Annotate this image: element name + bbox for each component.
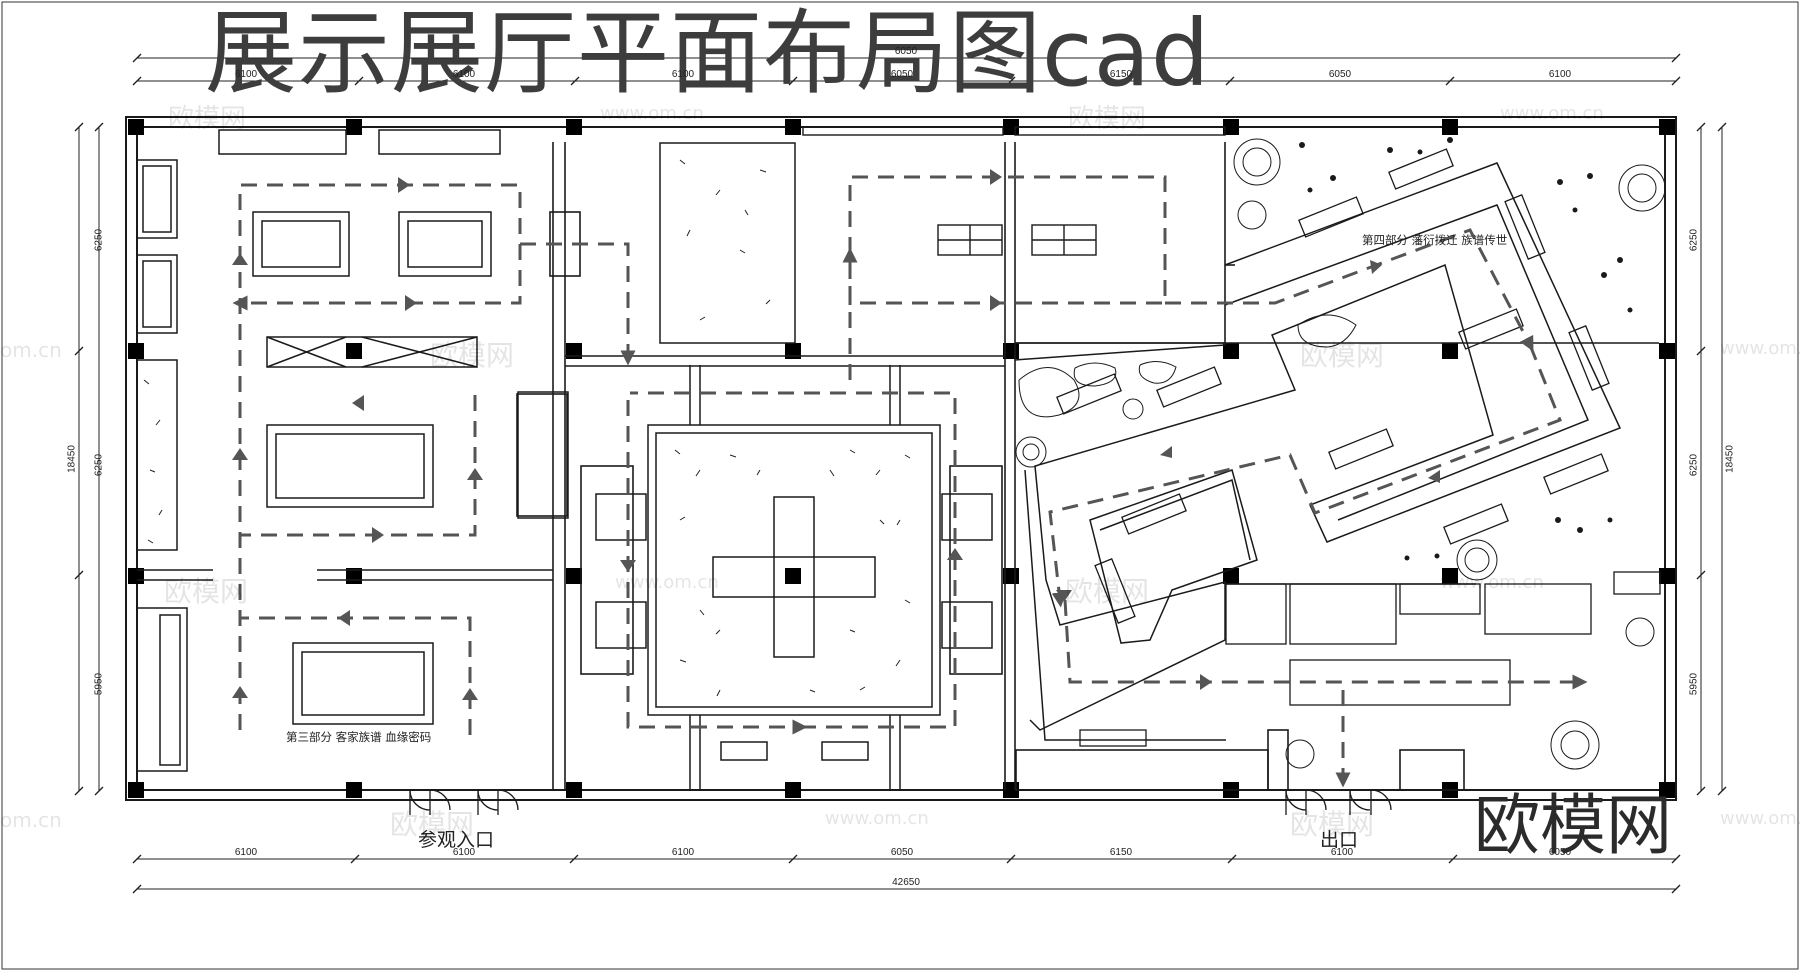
dim-top-4: 6050 (890, 69, 914, 80)
watermark-logo: 欧模网 (1290, 808, 1375, 841)
top-right-room-cases (802, 126, 1226, 344)
central-atrium (595, 142, 993, 790)
watermark-url: www.om.cn (1440, 572, 1544, 593)
dim-right-3: 5950 (1688, 672, 1700, 696)
zone3-label: 第三部分 客家族谱 血缘密码 (286, 730, 432, 744)
watermark-url: www.om.cn (1720, 338, 1800, 359)
watermark-url: om.cn (0, 338, 62, 362)
dim-right-2: 6250 (1688, 453, 1700, 477)
watermark-logo: 欧模网 (168, 104, 247, 134)
entrance-label: 参观入口 (418, 829, 495, 851)
dim-bottom-5: 6150 (1109, 847, 1133, 858)
watermark-url: www.om.cn (615, 572, 719, 593)
dim-top-1: 6100 (234, 69, 258, 80)
stone-dots (1299, 137, 1633, 561)
watermark-logo: 欧模网 (164, 575, 249, 608)
right-wing-walls (1014, 162, 1622, 741)
dim-top-2: 6100 (452, 69, 476, 80)
watermark-url: www.om.cn (1720, 808, 1800, 829)
watermark-logo: 欧模网 (1068, 104, 1147, 134)
watermark-logo: 欧模网 (1065, 575, 1150, 608)
watermark-url: www.om.cn (825, 808, 929, 829)
atrium-texture (143, 159, 911, 697)
watermark-logo: 欧模网 (1300, 339, 1385, 372)
brand-logo: 欧模网 (1474, 787, 1672, 864)
dim-left-1: 6250 (93, 228, 105, 252)
route-arrowheads (232, 169, 1440, 700)
dim-bottom-total: 42650 (892, 877, 920, 888)
right-wing-cases (1056, 148, 1661, 747)
dim-top-6: 6050 (1328, 69, 1352, 80)
dim-top-total: 6050 (894, 46, 918, 57)
watermark-url: www.om.cn (600, 103, 704, 124)
watermark-url: www.om.cn (1500, 103, 1604, 124)
dim-bottom-3: 6100 (671, 847, 695, 858)
structural-columns (128, 119, 1675, 798)
dim-left-3: 5950 (93, 672, 105, 696)
dim-bottom-2: 6100 (452, 847, 476, 858)
watermark-url: om.cn (0, 808, 62, 832)
dim-top-7: 6100 (1548, 69, 1572, 80)
dim-top-3: 6100 (671, 69, 695, 80)
page-title: 展示展厅平面布局图cad (205, 0, 1211, 107)
dim-bottom-1: 6100 (234, 847, 258, 858)
dim-bottom-6: 6100 (1330, 847, 1354, 858)
watermark-logo: 欧模网 (390, 808, 475, 841)
dim-top-5: 6150 (1109, 69, 1133, 80)
dim-left-total: 18450 (66, 445, 78, 473)
zone4-label: 第四部分 藩衍拨迁 族谱传世 (1362, 233, 1508, 247)
dimension-lines (78, 57, 1723, 890)
dim-bottom-7: 6050 (1548, 847, 1572, 858)
dim-bottom-4: 6050 (890, 847, 914, 858)
dim-right-1: 6250 (1688, 228, 1700, 252)
watermark-logo: 欧模网 (430, 339, 515, 372)
dimension-ticks (74, 53, 1727, 894)
interior-walls (137, 142, 1659, 791)
left-display-cases (136, 129, 569, 772)
exit-label: 出口 (1320, 829, 1359, 851)
plants (1015, 138, 1666, 770)
outer-walls (125, 116, 1677, 801)
dim-left-2: 6250 (93, 453, 105, 477)
dim-right-total: 18450 (1724, 445, 1736, 473)
doors (409, 789, 1392, 815)
